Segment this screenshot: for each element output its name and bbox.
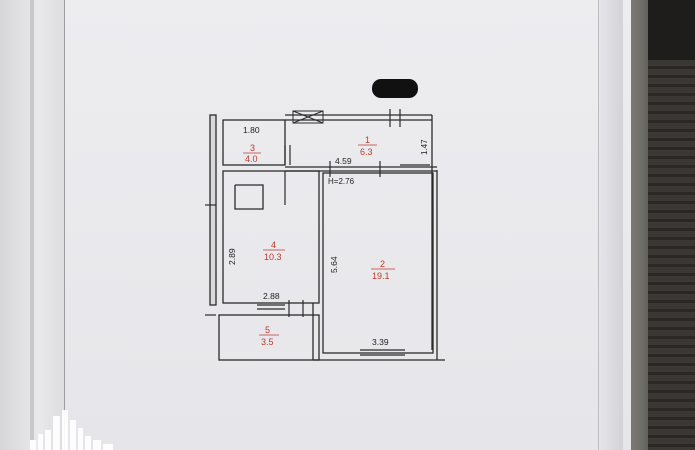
walls: [209, 114, 445, 361]
room-label-4: 4 10.3: [263, 240, 285, 262]
dim-height: H=2.76: [328, 177, 355, 186]
redaction-scribble: [372, 79, 418, 98]
room-2-outline: [322, 172, 434, 354]
dim-top-left: 1.80: [243, 125, 260, 135]
door-marks: [205, 109, 430, 356]
room-5-outline: [218, 314, 320, 361]
room-4-number: 4: [271, 240, 276, 250]
document-page-edge: [598, 0, 623, 450]
room-2-area: 19.1: [372, 271, 390, 281]
dim-right-side: 1.47: [420, 139, 429, 155]
room-5-area: 3.5: [261, 337, 274, 347]
left-exterior-wall: [209, 114, 217, 306]
room-label-5: 5 3.5: [259, 325, 279, 347]
vent-shaft: [292, 110, 324, 124]
room-label-2: 2 19.1: [371, 259, 395, 281]
room-5-number: 5: [265, 325, 270, 335]
dim-room2-bottom: 3.39: [372, 337, 389, 347]
room-1-area: 6.3: [360, 147, 373, 157]
room-label-3: 3 4.0: [243, 143, 261, 164]
room-2-number: 2: [380, 259, 385, 269]
dim-room4-bottom: 2.88: [263, 291, 280, 301]
room-3-area: 4.0: [245, 154, 258, 164]
room-1-number: 1: [365, 135, 370, 145]
room-4-outline: [222, 170, 320, 304]
room-4-area: 10.3: [264, 252, 282, 262]
background-blinds: [648, 60, 695, 450]
closet-box: [234, 184, 264, 210]
room-label-1: 1 6.3: [358, 135, 377, 157]
room-3-outline: [222, 119, 286, 166]
dim-corridor: 4.59: [335, 156, 352, 166]
floor-plan: 1.80 4.59 1.47 H=2.76 2.89 2.88 5.64 3.3…: [205, 109, 445, 361]
document-page: [64, 0, 631, 450]
room-3-number: 3: [250, 143, 255, 153]
dim-room2-side: 5.64: [329, 256, 339, 273]
left-page-fold: [30, 0, 34, 450]
background-dark-area: [648, 0, 695, 60]
dim-left-side: 2.89: [227, 248, 237, 265]
city-skyline-logo: [30, 410, 113, 450]
